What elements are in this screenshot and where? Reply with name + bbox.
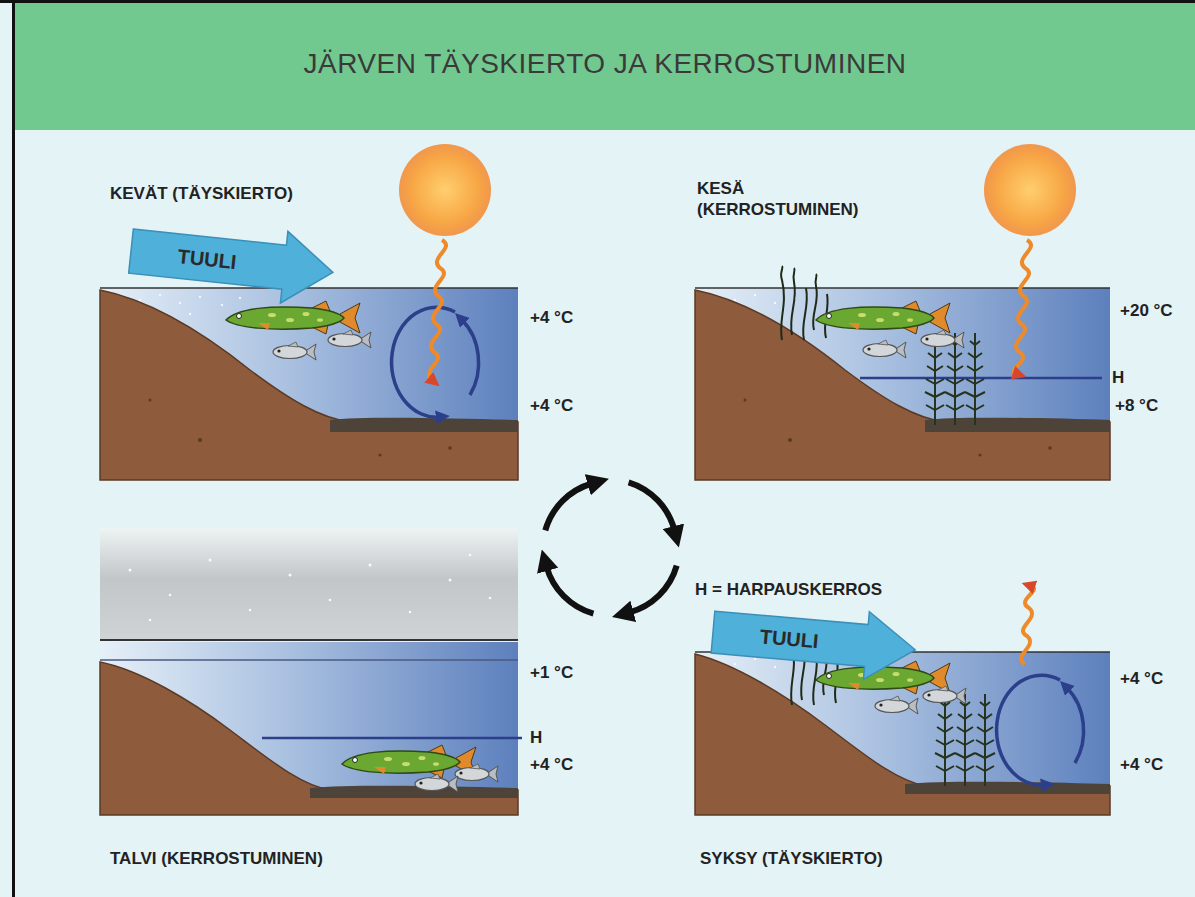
temperature-label: +4 °C (530, 754, 573, 775)
legend-note: H = HARPAUSKERROS (695, 579, 882, 600)
temperature-label: +4 °C (530, 395, 573, 416)
arrow-body (710, 598, 918, 683)
temperature-label: +1 °C (530, 662, 573, 683)
arrow-body (127, 215, 336, 308)
title: JÄRVEN TÄYSKIERTO JA KERROSTUMINEN (15, 48, 1195, 80)
temperature-label: +4 °C (1120, 668, 1163, 689)
temperature-label: +8 °C (1115, 395, 1158, 416)
temperature-label: +4 °C (530, 307, 573, 328)
season-heading: KESÄ (KERROSTUMINEN) (697, 178, 897, 221)
season-heading: SYKSY (TÄYSKIERTO) (700, 848, 883, 869)
temperature-label: +20 °C (1120, 300, 1173, 321)
thermocline-marker: H (530, 727, 542, 748)
season-heading: TALVI (KERROSTUMINEN) (110, 848, 323, 869)
season-heading: KEVÄT (TÄYSKIERTO) (110, 183, 293, 204)
thermocline-marker: H (1112, 367, 1124, 388)
temperature-label: +4 °C (1120, 754, 1163, 775)
